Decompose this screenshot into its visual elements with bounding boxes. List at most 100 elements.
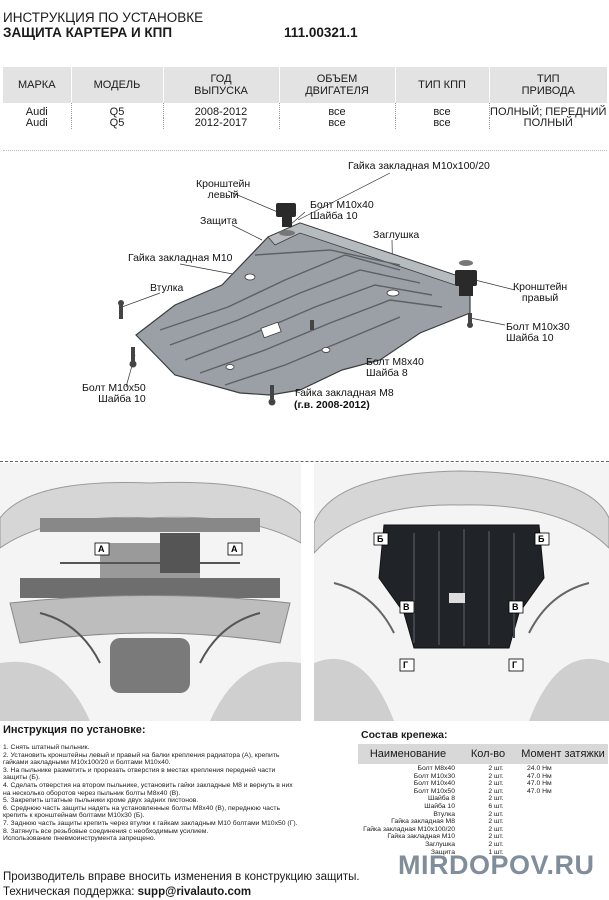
document-header: ИНСТРУКЦИЯ ПО УСТАНОВКЕ ЗАЩИТА КАРТЕРА И…	[3, 10, 603, 40]
spec-cell: все	[394, 118, 489, 129]
bracket-right	[455, 260, 477, 296]
label-nut-m8: Гайка закладная M8	[295, 387, 394, 399]
fastener-qty: 2 шт.	[488, 787, 504, 795]
label-nut-m10: Гайка закладная M10	[128, 252, 233, 264]
spec-cell: все	[394, 103, 489, 118]
doc-title: ИНСТРУКЦИЯ ПО УСТАНОВКЕ	[3, 10, 204, 25]
instruction-line: 5. Закрепить штатные пыльники кроме двух…	[3, 797, 199, 805]
instruction-line: на несколько оборотов через пыльник болт…	[3, 789, 181, 797]
spec-col-header: ТИП КПП	[394, 67, 489, 103]
fasteners-header: Наименование Кол-во Момент затяжки	[358, 744, 608, 764]
fastener-torque: 47.0 Нм	[527, 780, 552, 788]
spec-col-header: ТИП ПРИВОДА	[488, 67, 607, 103]
instruction-line: 2. Установить кронштейны левый и правый …	[3, 751, 280, 759]
spec-bottom-rule	[3, 150, 607, 151]
exploded-diagram: Гайка закладная M10x100/20 Кронштейн лев…	[0, 155, 609, 455]
instruction-line: 7. Заднюю часть защиты крепить через вту…	[3, 819, 298, 827]
fastener-qty: 2 шт.	[488, 825, 504, 833]
fastener-name: Гайка закладная M10	[387, 833, 455, 841]
spec-cell: Q5	[70, 103, 163, 118]
fastener-torque	[527, 826, 567, 834]
spec-col-header: ОБЪЕМ ДВИГАТЕЛЯ	[278, 67, 395, 103]
label-shield: Защита	[200, 215, 238, 227]
skid-plate-drawing	[118, 172, 516, 406]
spec-col-header: ГОД ВЫПУСКА	[162, 67, 279, 103]
fastener-name: Шайба 10	[424, 802, 455, 810]
fastener-torque	[527, 833, 567, 841]
fastener-name: Болт M8x40	[417, 765, 455, 772]
spec-cell: Q5	[70, 118, 163, 129]
fastener-qty: 2 шт.	[488, 780, 504, 788]
spec-cell: ПОЛНЫЙ	[488, 118, 607, 129]
fastener-row: Защита 1 шт.	[358, 849, 608, 857]
instruction-line: защиты (Б).	[3, 774, 41, 782]
spec-cell: ПОЛНЫЙ; ПЕРЕДНИЙ	[488, 103, 607, 118]
part-number: 111.00321.1	[284, 25, 358, 40]
fastener-name: Защита	[430, 848, 455, 856]
fastener-qty: 2 шт.	[488, 795, 504, 803]
fastener-row: Гайка закладная M10 2 шт.	[358, 833, 608, 841]
fastener-torque: 24.0 Нм	[527, 765, 552, 772]
instructions-title: Инструкция по установке:	[3, 724, 146, 736]
fastener-qty: 6 шт.	[488, 802, 504, 810]
spec-col-header: МОДЕЛЬ	[70, 67, 163, 103]
watermark: MIRDOPOV.RU	[398, 850, 595, 880]
photo-marker: А	[98, 544, 105, 554]
fastener-row: Гайка закладная M8 2 шт.	[358, 818, 608, 826]
fasteners-col-name: Наименование	[369, 748, 447, 760]
photo-marker: Г	[403, 660, 408, 670]
instruction-line: Использование пневмоинструмента запрещен…	[3, 835, 156, 843]
photo-before-install: А А	[0, 463, 302, 721]
fasteners-col-torque: Момент затяжки	[521, 748, 605, 760]
label-bracket-left: Кронштейн левый	[196, 178, 251, 201]
label-nut-m10x100: Гайка закладная M10x100/20	[348, 160, 490, 172]
photo-marker: Г	[512, 660, 517, 670]
label-bolt-m8x40: Болт M8x40 Шайба 8	[366, 356, 424, 379]
instruction-line: 1. Снять штатный пыльник.	[3, 744, 90, 751]
fastener-qty: 2 шт.	[488, 765, 504, 772]
footer: Производитель вправе вносить изменения в…	[3, 870, 360, 900]
spec-cell: 2008-2012	[162, 103, 279, 118]
instruction-line: 4. Сделать отверстия на втором пыльнике,…	[3, 781, 293, 789]
fastener-torque	[527, 795, 567, 803]
support-email-link[interactable]: supp@rivalauto.com	[137, 886, 252, 898]
label-bolt-m10x30: Болт M10x30 Шайба 10	[506, 321, 570, 344]
label-nut-m8-note: (г.в. 2008-2012)	[294, 399, 370, 411]
spec-cell: все	[278, 103, 395, 118]
fasteners-col-qty: Кол-во	[470, 748, 506, 760]
photo-marker: В	[403, 602, 410, 612]
spec-cell: все	[278, 118, 395, 129]
fastener-name: Шайба 8	[428, 795, 455, 803]
fastener-qty: 1 шт.	[488, 848, 504, 856]
bracket-left	[276, 203, 296, 236]
photo-marker: Б	[538, 534, 545, 544]
fastener-qty: 2 шт.	[488, 833, 504, 841]
spec-cell: 2012-2017	[162, 118, 279, 129]
fastener-row: Болт M10x40 2 шт. 47.0 Нм	[358, 780, 608, 788]
instruction-line: крепить к кронштейнам болтами M10x30 (Б)…	[3, 812, 145, 820]
fastener-name: Заглушка	[425, 840, 455, 848]
fastener-qty: 2 шт.	[488, 810, 504, 818]
section-divider	[0, 461, 609, 462]
instruction-line: 8. Затянуть все резьбовые соединения с н…	[3, 827, 209, 835]
fastener-torque	[527, 841, 567, 849]
fastener-row: Болт M8x40 2 шт. 24.0 Нм	[358, 765, 608, 773]
fastener-name: Гайка закладная M8	[391, 818, 455, 826]
fastener-qty: 2 шт.	[488, 818, 504, 826]
fastener-name: Гайка закладная M10x100/20	[363, 825, 455, 833]
label-plug: Заглушка	[373, 229, 420, 241]
spec-col-header: МАРКА	[3, 67, 71, 103]
fastener-name: Болт M10x40	[413, 780, 455, 788]
spec-cell: Audi	[25, 106, 48, 118]
footer-disclaimer: Производитель вправе вносить изменения в…	[3, 871, 360, 883]
fastener-row: Шайба 8 2 шт.	[358, 795, 608, 803]
footer-support-label: Техническая поддержка:	[3, 886, 138, 898]
label-bolt-m10x50: Болт M10x50 Шайба 10	[82, 382, 146, 405]
fastener-torque: 47.0 Нм	[527, 772, 552, 780]
